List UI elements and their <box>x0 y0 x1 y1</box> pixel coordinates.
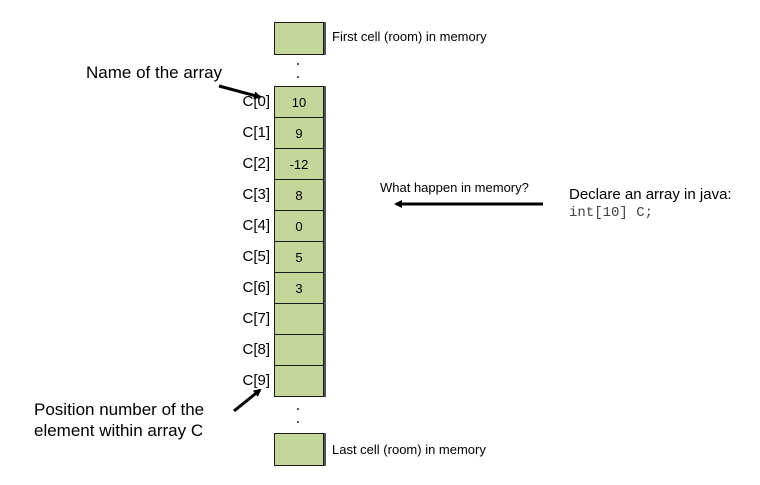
array-index-label: C[3] <box>242 186 270 203</box>
array-cell-value: 5 <box>295 249 303 265</box>
ellipsis-dot <box>297 408 299 410</box>
array-index-label: C[0] <box>242 93 270 110</box>
array-cell-value: 9 <box>295 125 303 141</box>
array-cell-value: 3 <box>295 280 303 296</box>
array-index-label: C[9] <box>242 372 270 389</box>
array-cell-value: 0 <box>295 218 303 234</box>
array-cell: 10 <box>274 86 324 118</box>
array-index-label: C[2] <box>242 155 270 172</box>
first-memory-cell <box>274 22 324 55</box>
array-cell: 3 <box>274 272 324 304</box>
array-index-label: C[8] <box>242 341 270 358</box>
array-cell-value: 8 <box>295 187 303 203</box>
first-cell-label: First cell (room) in memory <box>332 29 487 44</box>
ellipsis-dot <box>297 76 299 78</box>
array-index-label: C[6] <box>242 279 270 296</box>
array-cell <box>274 334 324 366</box>
array-cell <box>274 303 324 335</box>
array-cell-value: -12 <box>289 156 309 172</box>
array-cell: 9 <box>274 117 324 149</box>
array-cell-value: 10 <box>291 94 307 110</box>
ellipsis-dot <box>297 63 299 65</box>
declare-code: int[10] C; <box>569 205 654 221</box>
array-cell <box>274 365 324 397</box>
array-cell: 5 <box>274 241 324 273</box>
position-label-line1: Position number of the <box>34 400 205 419</box>
array-cell: 8 <box>274 179 324 211</box>
array-index-label: C[1] <box>242 124 270 141</box>
last-cell-label: Last cell (room) in memory <box>332 442 486 457</box>
position-label-line2: element within array C <box>34 421 204 440</box>
ellipsis-dot <box>297 421 299 423</box>
array-index-label: C[4] <box>242 217 270 234</box>
array-name-arrow <box>218 84 262 100</box>
array-name-label: Name of the array <box>86 63 223 82</box>
position-arrow <box>233 388 262 413</box>
last-memory-cell <box>274 433 324 466</box>
array-index-label: C[7] <box>242 310 270 327</box>
array-cell: 0 <box>274 210 324 242</box>
array-index-label: C[5] <box>242 248 270 265</box>
question-label: What happen in memory? <box>380 180 529 195</box>
declare-label: Declare an array in java: <box>569 186 732 203</box>
